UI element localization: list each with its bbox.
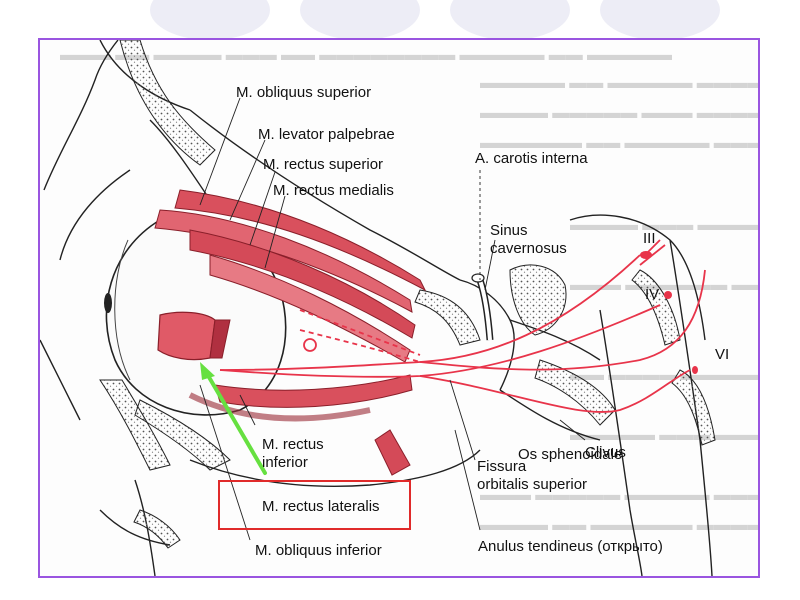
bleed-through-texture: ▬▬▬▬ ▬▬▬▬▬ ▬▬▬ ▬▬▬▬▬▬ bbox=[480, 103, 758, 122]
label-m-rectus-medialis: M. rectus medialis bbox=[273, 182, 394, 199]
background-blob bbox=[300, 0, 420, 40]
m-obliquus-inferior-shape bbox=[374, 429, 411, 476]
nerve-nuclei bbox=[640, 251, 698, 374]
bleed-through-texture: ▬▬▬ ▬▬ ▬▬▬▬ ▬▬▬ ▬▬ ▬▬▬▬▬▬▬▬ ▬▬▬▬▬ ▬▬ ▬▬▬… bbox=[60, 45, 672, 64]
carotis-interna-vessel bbox=[471, 273, 494, 341]
label-nerve-iii: III bbox=[643, 230, 656, 247]
label-fissura: Fissura bbox=[477, 458, 527, 475]
label-m-obliquus-superior: M. obliquus superior bbox=[236, 84, 372, 101]
m-rectus-inferior-shape bbox=[214, 374, 413, 408]
label-m-rectus-lateralis: M. rectus lateralis bbox=[262, 498, 380, 515]
bleed-through-texture: ▬▬▬▬▬▬ ▬▬ ▬▬▬▬▬ ▬▬▬▬ bbox=[480, 133, 760, 152]
m-obliquus-superior-shape bbox=[174, 189, 427, 292]
label-a-carotis-interna: A. carotis interna bbox=[475, 150, 588, 167]
m-rectus-lateralis-shape bbox=[157, 311, 216, 361]
label-m-obliquus-inferior: M. obliquus inferior bbox=[255, 542, 382, 559]
bleed-through-texture: ▬▬▬▬ ▬▬ ▬▬▬▬▬▬ ▬▬▬▬ ▬▬ bbox=[480, 515, 760, 534]
background-blob bbox=[600, 0, 720, 40]
extraocular-muscles bbox=[154, 189, 427, 476]
bleed-through-texture: ▬▬▬ ▬▬▬▬▬▬ ▬▬▬ bbox=[570, 275, 758, 294]
label-nerve-iv: IV bbox=[645, 286, 660, 303]
background-blob bbox=[150, 0, 270, 40]
bone-stipple bbox=[99, 40, 716, 549]
bleed-through-texture: ▬▬ ▬▬▬▬ ▬▬▬▬▬▬ bbox=[570, 365, 758, 384]
bleed-through-texture: ▬▬▬▬ ▬▬▬ ▬▬▬▬▬ bbox=[570, 215, 758, 234]
label-cavernosus: cavernosus bbox=[490, 240, 567, 257]
cranial-nerves bbox=[219, 239, 706, 413]
label-m-levator-palpebrae: M. levator palpebrae bbox=[258, 126, 395, 143]
illustration-frame: ▬▬▬ ▬▬ ▬▬▬▬ ▬▬▬ ▬▬ ▬▬▬▬▬▬▬▬ ▬▬▬▬▬ ▬▬ ▬▬▬… bbox=[38, 38, 760, 578]
label-clivus: Clivus bbox=[585, 444, 626, 461]
orbit-anatomy-diagram bbox=[40, 40, 716, 576]
label-m-rectus: M. rectus bbox=[262, 436, 324, 453]
m-rectus-medialis-shape bbox=[209, 254, 411, 363]
bleed-through-texture: ▬▬▬▬▬ ▬▬ ▬▬▬▬▬ ▬▬▬▬▬ bbox=[480, 73, 760, 92]
label-orbitalis-superior: orbitalis superior bbox=[477, 476, 588, 493]
label-anulus-tendineus: Anulus tendineus (открыто) bbox=[478, 538, 663, 555]
label-sinus: Sinus bbox=[490, 222, 528, 239]
green-pointer-arrow bbox=[200, 362, 267, 475]
background-blob bbox=[450, 0, 570, 40]
highlight-box-rectus-lateralis bbox=[218, 480, 411, 530]
label-inferior: inferior bbox=[262, 454, 308, 471]
leader-lines bbox=[199, 97, 586, 541]
label-nerve-vi: VI bbox=[715, 346, 730, 363]
label-os-sphenoidale: Os sphenoidale bbox=[518, 446, 623, 463]
bleed-through-texture: ▬▬▬ ▬▬▬▬▬ ▬▬▬▬▬ ▬▬▬▬▬▬ bbox=[480, 485, 760, 504]
label-m-rectus-superior: M. rectus superior bbox=[263, 156, 384, 173]
